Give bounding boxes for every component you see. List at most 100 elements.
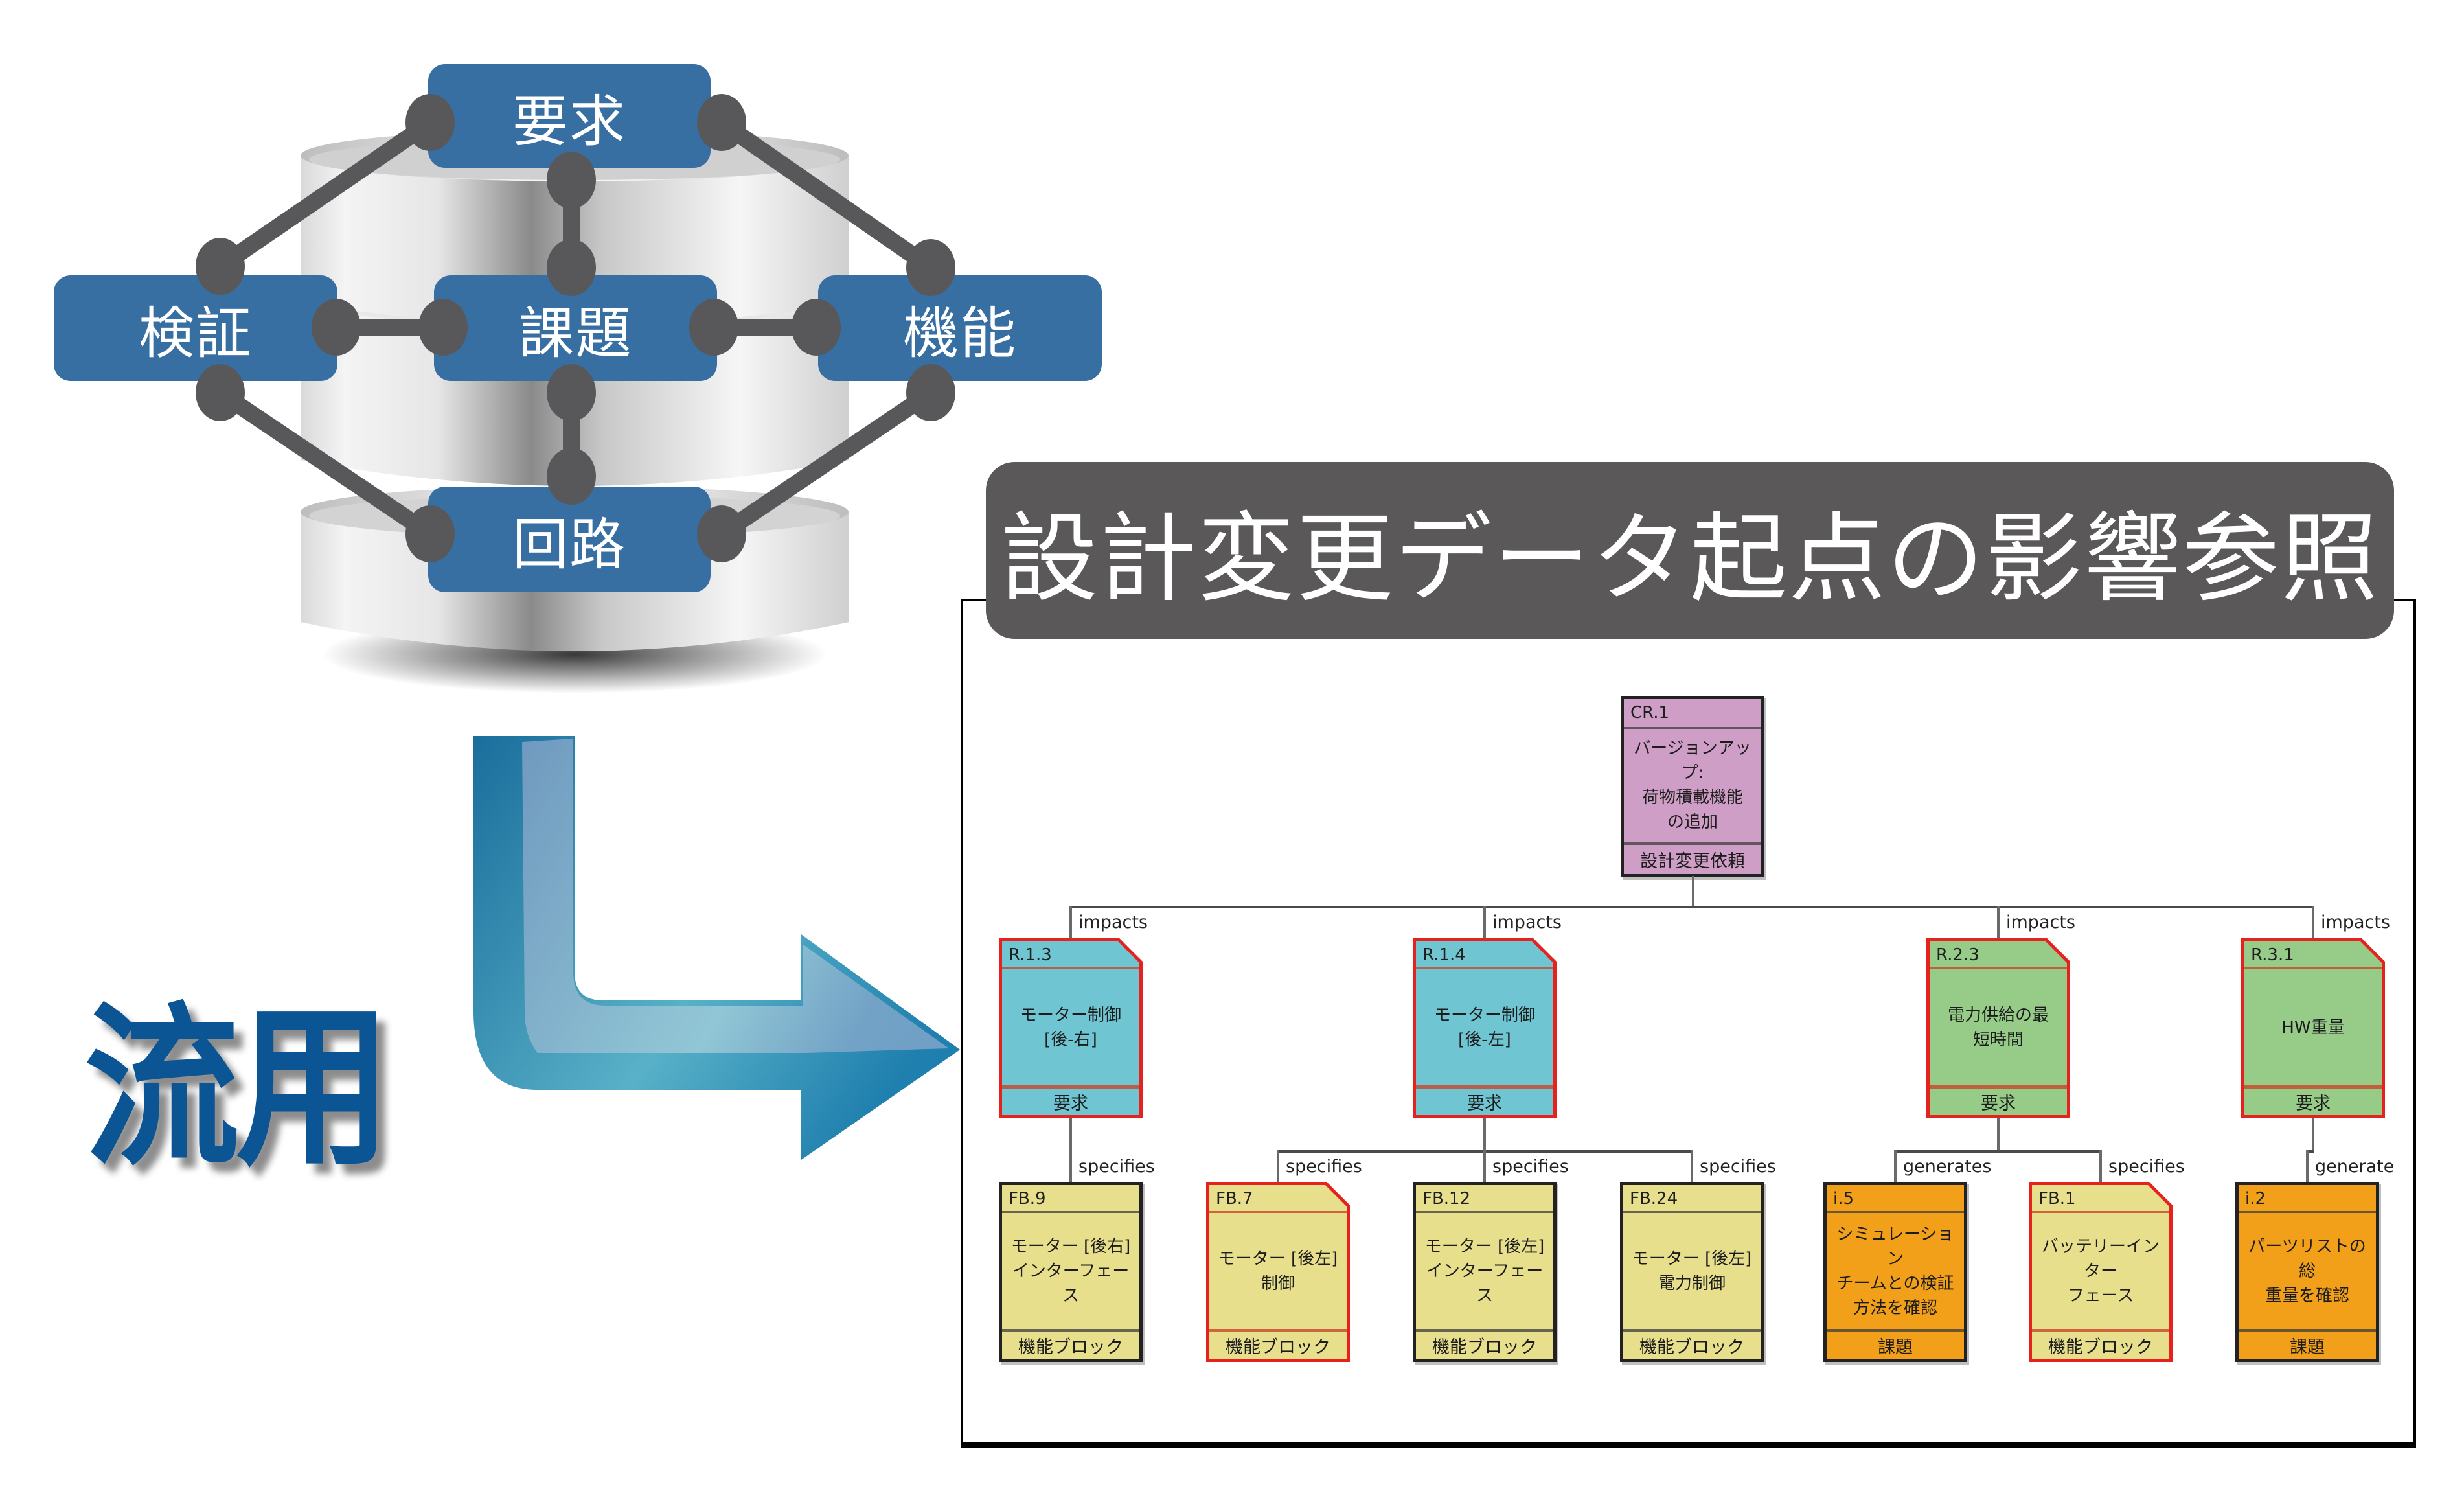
diagram-title-text: 設計変更データ起点の影響参照 bbox=[1000, 503, 2379, 616]
parent-connector bbox=[2312, 1118, 2314, 1151]
bent-arrow-icon bbox=[473, 736, 960, 1160]
element-name: バッテリーインター フェース bbox=[2041, 1236, 2160, 1306]
element-name: モーター [後左] 電力制御 bbox=[1632, 1249, 1752, 1293]
element-type: 機能ブロック bbox=[1002, 1329, 1139, 1359]
node-label: 検証 bbox=[139, 301, 253, 366]
relation-label: specifies bbox=[2108, 1157, 2185, 1177]
element-id: R.2.3 bbox=[1930, 941, 2067, 969]
node-label: 要求 bbox=[512, 89, 626, 154]
relation-label: specifies bbox=[1492, 1157, 1569, 1177]
element-type: 要求 bbox=[1416, 1085, 1553, 1115]
element-name: モーター [後左] 制御 bbox=[1218, 1249, 1338, 1293]
node-label: 機能 bbox=[903, 301, 1017, 366]
element-name: HW重量 bbox=[2281, 1017, 2345, 1037]
element-id: R.1.3 bbox=[1002, 941, 1139, 969]
element-type: 要求 bbox=[1002, 1085, 1139, 1115]
element-name: 電力供給の最 短時間 bbox=[1947, 1005, 2049, 1050]
child-connector bbox=[1483, 1150, 1486, 1182]
child-connector bbox=[1069, 1150, 1072, 1182]
relation-label: specifies bbox=[1078, 1157, 1155, 1177]
element-name: モーター [後右] インターフェース bbox=[1010, 1236, 1131, 1306]
element-name: モーター [後左] インターフェース bbox=[1424, 1236, 1545, 1306]
function-block-box[interactable]: FB.9 モーター [後右] インターフェース機能ブロック bbox=[999, 1182, 1143, 1362]
function-block-box[interactable]: FB.7 モーター [後左] 制御機能ブロック bbox=[1206, 1182, 1350, 1362]
graph-edge-requirement-function bbox=[716, 115, 936, 275]
connector-dot bbox=[697, 94, 746, 151]
graph-edge-requirement-verification bbox=[215, 115, 435, 273]
connector-dot bbox=[196, 238, 245, 295]
connector-dot bbox=[312, 299, 361, 356]
parent-connector bbox=[1483, 1118, 1486, 1151]
requirement-box[interactable]: R.1.4 モーター制御 [後-左] 要求 bbox=[1413, 938, 1557, 1118]
relation-label: specifies bbox=[1286, 1157, 1362, 1177]
relation-label: generate bbox=[2315, 1157, 2395, 1177]
element-type: 要求 bbox=[2244, 1085, 2382, 1115]
connector-dot bbox=[418, 299, 468, 356]
relation-label: impacts bbox=[2321, 912, 2390, 932]
node-label: 課題 bbox=[518, 301, 633, 366]
child-connector bbox=[2306, 1150, 2309, 1182]
element-type: 機能ブロック bbox=[2032, 1329, 2169, 1359]
connector-dot bbox=[405, 94, 455, 151]
element-id: FB.7 bbox=[1209, 1185, 1347, 1213]
element-id: i.5 bbox=[1827, 1185, 1964, 1213]
element-id: i.2 bbox=[2239, 1185, 2376, 1213]
database-graph-illustration: 要求 検証 課題 機能 回路 bbox=[0, 0, 1140, 713]
node-function: 機能 bbox=[818, 275, 1102, 381]
child-bus bbox=[2306, 1150, 2314, 1153]
element-name: バージョンアップ: 荷物積載機能 の追加 bbox=[1634, 739, 1751, 832]
relation-label: impacts bbox=[1078, 912, 1148, 932]
connector-dot bbox=[792, 299, 841, 356]
child-connector bbox=[2099, 1150, 2102, 1182]
requirement-box[interactable]: R.1.3 モーター制御 [後-右] 要求 bbox=[999, 938, 1143, 1118]
graph-edge-verification-circuit bbox=[215, 386, 435, 541]
connector-dot bbox=[547, 448, 596, 505]
element-name: モーター制御 [後-左] bbox=[1433, 1005, 1535, 1050]
relation-label: specifies bbox=[1700, 1157, 1776, 1177]
graph-connector-dots bbox=[196, 94, 955, 562]
element-name: シミュレーション チームとの検証 方法を確認 bbox=[1836, 1224, 1954, 1318]
node-requirement: 要求 bbox=[428, 64, 711, 168]
element-type: 機能ブロック bbox=[1209, 1329, 1347, 1359]
parent-connector bbox=[1069, 1118, 1072, 1151]
connector-dot bbox=[689, 299, 738, 356]
child-connector bbox=[1691, 1150, 1693, 1182]
element-id: FB.9 bbox=[1002, 1185, 1139, 1213]
issue-box[interactable]: i.5 シミュレーション チームとの検証 方法を確認課題 bbox=[1823, 1182, 1967, 1362]
relation-label: impacts bbox=[2006, 912, 2075, 932]
child-bus bbox=[1894, 1150, 2102, 1153]
connector-dot bbox=[906, 364, 955, 421]
impacts-bus bbox=[1069, 906, 2314, 908]
element-id: R.3.1 bbox=[2244, 941, 2382, 969]
parent-connector bbox=[1997, 1118, 2000, 1151]
root-connector bbox=[1692, 876, 1694, 907]
impacts-connector bbox=[2312, 906, 2314, 938]
relation-label: generates bbox=[1903, 1157, 1992, 1177]
element-type: 課題 bbox=[2239, 1329, 2376, 1359]
node-label: 回路 bbox=[512, 513, 626, 577]
diagram-title: 設計変更データ起点の影響参照 bbox=[986, 462, 2394, 639]
connector-dot bbox=[547, 239, 596, 296]
node-verification: 検証 bbox=[54, 275, 337, 381]
element-type: 課題 bbox=[1827, 1329, 1964, 1359]
element-id: R.1.4 bbox=[1416, 941, 1553, 969]
reuse-label: 流用 bbox=[84, 986, 391, 1190]
element-name: モーター制御 [後-右] bbox=[1020, 1005, 1121, 1050]
connector-dot bbox=[906, 239, 955, 296]
graph-edge-function-circuit bbox=[716, 386, 936, 541]
impacts-connector bbox=[1069, 906, 1072, 938]
connector-dot bbox=[547, 152, 596, 209]
element-id: CR.1 bbox=[1624, 699, 1761, 729]
connector-dot bbox=[697, 505, 746, 562]
connector-dot bbox=[405, 505, 455, 562]
element-name: パーツリストの総 重量を確認 bbox=[2248, 1236, 2366, 1306]
element-type: 機能ブロック bbox=[1623, 1329, 1761, 1359]
issue-box[interactable]: i.2 パーツリストの総 重量を確認課題 bbox=[2235, 1182, 2379, 1362]
connector-dot bbox=[196, 364, 245, 421]
